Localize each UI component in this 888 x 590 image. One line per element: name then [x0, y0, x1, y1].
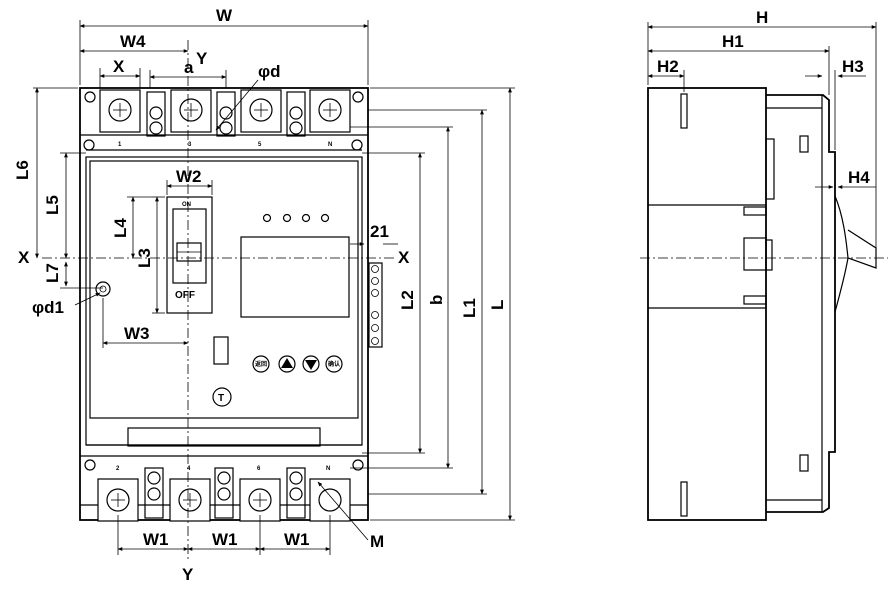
terminal-label-4: 4 [187, 466, 191, 472]
button-confirm-label: 确认 [328, 360, 341, 368]
dim-L6: L6 [13, 160, 32, 180]
dim-L: L [488, 300, 507, 310]
dim-L3: L3 [135, 248, 154, 268]
dim-W2: W2 [176, 167, 202, 186]
indicator-leds [262, 213, 330, 223]
side-dimensions: H H1 H2 H3 H4 [647, 8, 877, 250]
dim-W4: W4 [120, 32, 146, 51]
dim-L5: L5 [43, 195, 62, 215]
dim-H1: H1 [722, 32, 744, 51]
dim-L1: L1 [460, 298, 479, 318]
dim-H3: H3 [842, 57, 864, 76]
button-back-label: 返回 [255, 360, 267, 368]
axis-X-left: X [18, 248, 30, 267]
body-outline [79, 87, 369, 521]
dim-X: X [113, 57, 125, 76]
switch-on-label: ON [182, 202, 191, 208]
axis-Y-bottom: Y [182, 565, 194, 584]
terminal-label-6: 6 [257, 466, 261, 472]
dim-W3: W3 [124, 324, 150, 343]
cover-panel [85, 156, 363, 446]
axis-Y-top: Y [196, 49, 208, 68]
switch-off-label: OFF [175, 290, 195, 301]
display-window [240, 236, 350, 318]
dim-W1-a: W1 [143, 530, 169, 549]
dim-phi-d: φd [258, 62, 281, 81]
panel-buttons: 返回 确认 T [212, 355, 343, 407]
terminal-label-1: 1 [118, 142, 122, 148]
dim-L7: L7 [43, 263, 62, 283]
dim-M: M [370, 532, 384, 551]
terminal-label-3: 3 [188, 142, 192, 148]
dim-21: 21 [370, 222, 389, 241]
terminal-label-n-top: N [328, 142, 332, 148]
test-button-label: T [218, 393, 224, 404]
terminal-label-2: 2 [116, 466, 120, 472]
aux-terminal-strip [368, 262, 383, 348]
dim-H: H [756, 8, 768, 27]
dim-H2: H2 [657, 57, 679, 76]
bottom-terminals: 2 4 6 N [84, 459, 364, 522]
dim-L4: L4 [111, 218, 130, 238]
mounting-hole [95, 281, 111, 297]
dim-H4: H4 [848, 168, 870, 187]
axis-X-right: X [398, 248, 410, 267]
front-dimensions: W W4 Y X a φd L6 L5 L7 X φd1 [13, 6, 515, 584]
dim-b: b [427, 295, 446, 305]
dim-L2: L2 [398, 290, 417, 310]
handle-switch: ON OFF [166, 196, 213, 314]
front-view: 1 3 5 N 2 4 6 N [42, 40, 395, 560]
dim-phi-d1: φd1 [32, 298, 64, 317]
terminal-label-n-bottom: N [326, 466, 330, 472]
dim-W: W [216, 6, 233, 25]
side-view [640, 87, 888, 521]
dim-W1-c: W1 [284, 530, 310, 549]
terminal-label-5: 5 [258, 142, 262, 148]
dim-W1-b: W1 [212, 530, 238, 549]
dim-a: a [184, 58, 194, 77]
small-window [213, 336, 229, 365]
top-terminals: 1 3 5 N [83, 89, 364, 151]
label-strip [127, 427, 321, 447]
